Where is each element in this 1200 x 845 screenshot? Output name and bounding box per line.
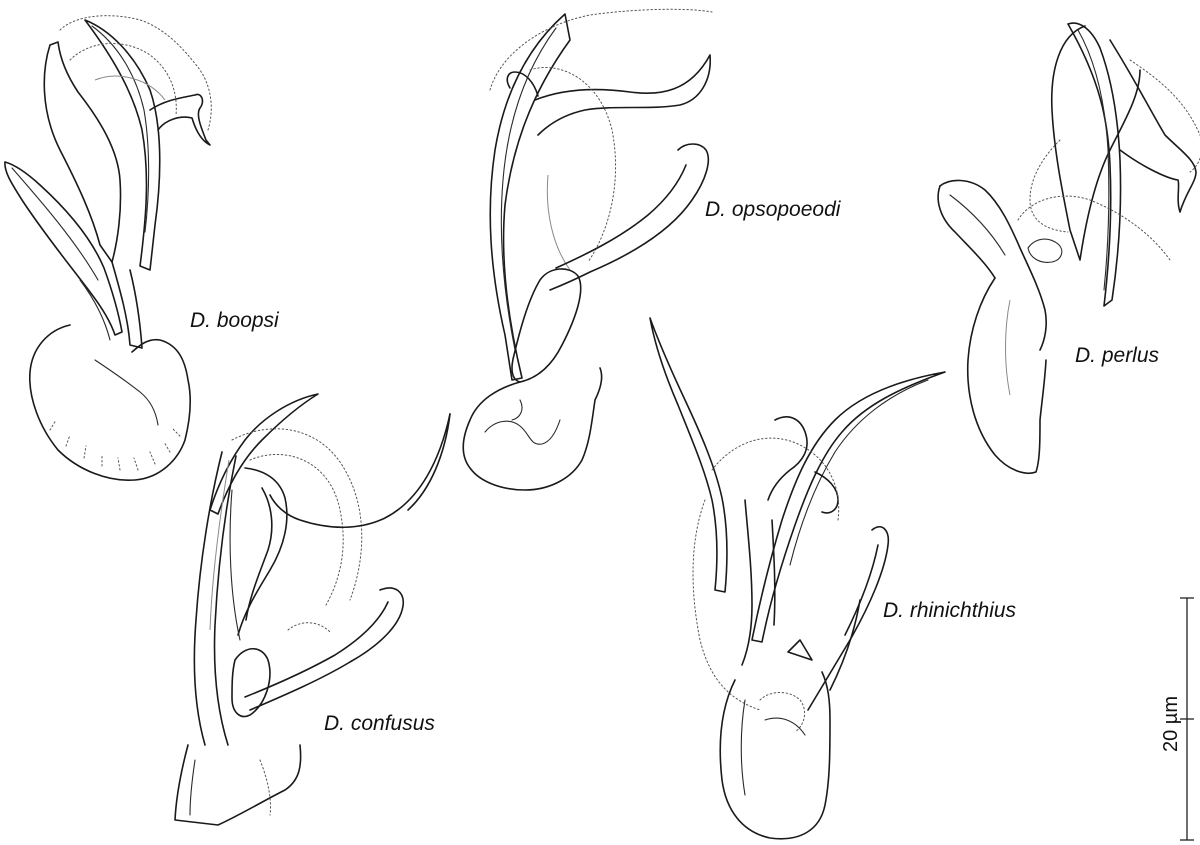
- label-d-confusus: D. confusus: [324, 712, 435, 735]
- label-d-rhinichthius: D. rhinichthius: [883, 599, 1017, 622]
- drawing-d-boopsi: [4, 15, 212, 481]
- scale-bar: 20 µm: [1160, 597, 1194, 841]
- label-d-boopsi: D. boopsi: [190, 309, 280, 332]
- scale-bar-label: 20 µm: [1160, 696, 1182, 752]
- drawing-d-rhinichthius: [649, 317, 946, 840]
- drawing-d-opsopoeodi: [462, 8, 713, 491]
- label-d-perlus: D. perlus: [1075, 344, 1160, 367]
- drawing-d-perlus: [937, 22, 1200, 474]
- label-d-opsopoeodi: D. opsopoeodi: [705, 198, 842, 221]
- drawing-d-confusus: [174, 393, 451, 826]
